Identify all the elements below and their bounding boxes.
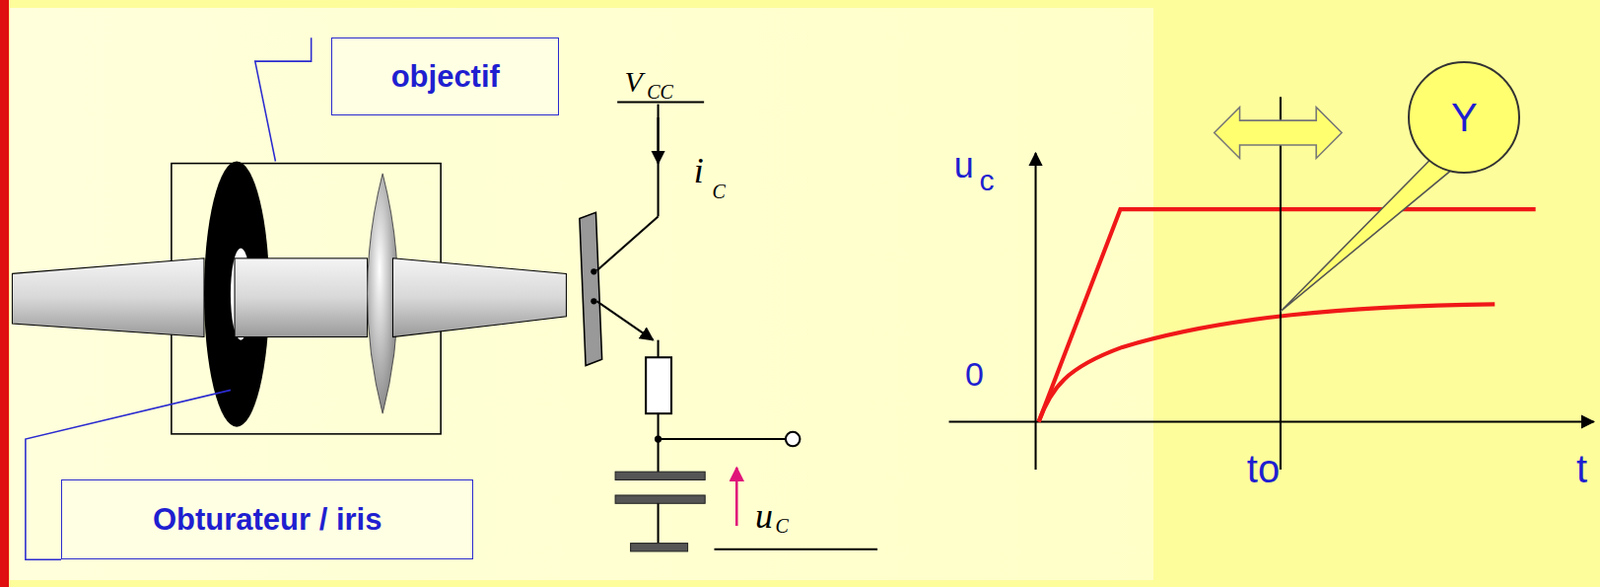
left-panel <box>9 7 1154 580</box>
capacitor-plate <box>615 471 705 480</box>
wire <box>657 104 660 217</box>
voltage-subscript: C <box>775 515 789 536</box>
light-beam <box>11 258 205 338</box>
supply-subscript: CC <box>646 81 674 102</box>
emitter <box>596 300 653 340</box>
resistor-symbol <box>645 356 672 414</box>
x-axis <box>949 419 1595 422</box>
node-text: Obturateur / iris <box>152 501 383 538</box>
callout-tail <box>1280 150 1458 311</box>
current-subscript: C <box>711 181 725 202</box>
pin <box>590 268 597 275</box>
axis-origin: 0 <box>965 356 984 391</box>
current-name: i <box>694 152 704 189</box>
wire <box>657 340 660 358</box>
time-cursor <box>1279 96 1282 470</box>
junction <box>654 434 662 442</box>
supply-name: V <box>624 67 642 97</box>
light-beam <box>392 258 566 338</box>
axis-name: u <box>954 147 974 184</box>
axis-subscript: c <box>979 165 995 196</box>
ground-line <box>714 548 879 551</box>
wire <box>657 413 660 475</box>
label-box: objectif <box>331 37 559 116</box>
collector <box>596 215 658 271</box>
drawing <box>11 37 1594 559</box>
node-text: objectif <box>391 59 500 95</box>
terminal <box>785 431 800 446</box>
axis-name: t <box>1576 448 1588 488</box>
label-box: Obturateur / iris <box>61 479 474 559</box>
wire <box>658 437 786 440</box>
voltage-arrow <box>735 467 739 526</box>
light-beam <box>234 258 368 338</box>
leader-line <box>255 37 312 161</box>
wire <box>657 502 660 543</box>
phototransistor-window <box>579 211 603 365</box>
callout-bubble: Y <box>1407 61 1521 174</box>
current-arrow <box>657 117 660 164</box>
time-marker: to <box>1247 448 1280 488</box>
pin <box>590 297 597 304</box>
curve-saturated <box>1039 208 1536 421</box>
curve-charge <box>1039 303 1496 421</box>
red-border <box>0 0 9 587</box>
capacitor-plate <box>615 494 705 503</box>
double-arrow <box>1214 107 1342 159</box>
node-text: Y <box>1451 95 1478 140</box>
voltage-name: u <box>755 497 773 534</box>
ground-symbol <box>630 543 689 552</box>
